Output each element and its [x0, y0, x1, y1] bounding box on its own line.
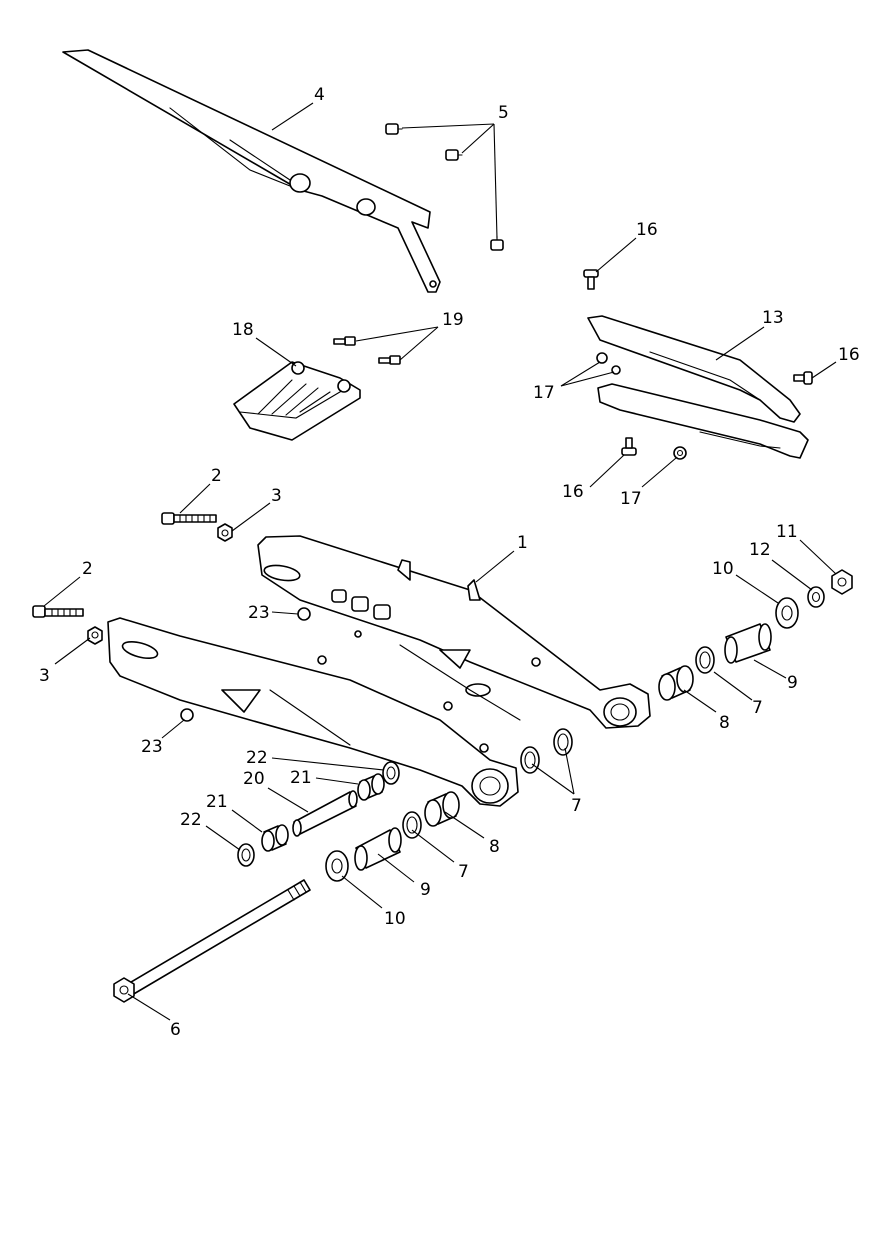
callout-10-right: 10 — [712, 559, 734, 579]
callout-22-lower: 22 — [180, 810, 202, 830]
callout-8-left: 8 — [489, 837, 500, 857]
callout-22-upper: 22 — [246, 748, 268, 768]
callout-9-right: 9 — [787, 673, 798, 693]
callout-16-right: 16 — [838, 345, 860, 365]
seal-part-7-left — [402, 811, 422, 839]
callout-2-upper: 2 — [211, 466, 222, 486]
callout-16-bottom: 16 — [562, 482, 584, 502]
callout-21-lower: 21 — [206, 792, 228, 812]
washer-part-22-lower — [237, 843, 255, 867]
spindle-part-6 — [113, 879, 311, 1003]
leader-lines — [43, 102, 837, 1021]
callout-7-left: 7 — [458, 862, 469, 882]
screws-part-5 — [385, 123, 504, 251]
spacer-part-20 — [292, 790, 358, 837]
callout-17-bottom: 17 — [620, 489, 642, 509]
callout-7-upper: 7 — [752, 698, 763, 718]
nut-part-11 — [831, 569, 853, 595]
swingarm-part-1 — [107, 535, 651, 807]
callout-10-left: 10 — [384, 909, 406, 929]
callout-20: 20 — [243, 769, 265, 789]
chain-slipper-part-18 — [233, 361, 361, 441]
callout-21-upper: 21 — [290, 768, 312, 788]
callout-4: 4 — [314, 85, 325, 105]
callout-11: 11 — [776, 522, 798, 542]
washer-part-10-right — [775, 597, 799, 629]
screw-5a — [385, 123, 403, 135]
callout-5: 5 — [498, 103, 509, 123]
callout-2-lower: 2 — [82, 559, 93, 579]
chain-slipper-part-13 — [587, 315, 809, 459]
callout-labels: 1 2 2 3 3 4 5 6 7 7 7 8 8 9 9 10 10 11 1… — [39, 85, 860, 1040]
washer-part-12 — [807, 586, 825, 608]
callout-23-upper: 23 — [248, 603, 270, 623]
callout-19: 19 — [442, 310, 464, 330]
nut-part-3-upper — [217, 523, 233, 542]
callout-3-lower: 3 — [39, 666, 50, 686]
bolt-part-2-lower — [32, 605, 84, 618]
bolts-part-19 — [333, 336, 401, 365]
callout-18: 18 — [232, 320, 254, 340]
plug-part-23-lower — [180, 708, 194, 722]
callout-9-left: 9 — [420, 880, 431, 900]
nut-part-3-lower — [87, 626, 103, 645]
callout-13: 13 — [762, 308, 784, 328]
bearing-part-8-left — [424, 791, 460, 827]
callout-17-left: 17 — [533, 383, 555, 403]
bushing-part-21-lower — [261, 824, 289, 852]
bushing-part-21-upper — [357, 773, 385, 801]
callout-7-lower: 7 — [571, 796, 582, 816]
washer-part-22-upper — [382, 761, 400, 785]
callout-23-lower: 23 — [141, 737, 163, 757]
callout-16-top: 16 — [636, 220, 658, 240]
bearing-part-8-right — [658, 665, 694, 701]
callout-8-right: 8 — [719, 713, 730, 733]
plug-part-23-upper — [297, 607, 311, 621]
screw-5b — [445, 149, 463, 161]
washer-part-10-left — [325, 850, 349, 882]
callout-1: 1 — [517, 533, 528, 553]
seal-part-7-right — [695, 646, 715, 674]
washer-part-17c — [673, 446, 687, 460]
seal-part-7-upper — [553, 728, 573, 756]
callout-12: 12 — [749, 540, 771, 560]
sleeve-part-9-right — [724, 623, 772, 664]
callout-3-upper: 3 — [271, 486, 282, 506]
seal-part-7-middle — [520, 746, 540, 774]
screw-5c — [490, 235, 504, 251]
bolt-part-2-upper — [161, 512, 217, 525]
sleeve-part-9-left — [354, 827, 402, 871]
callout-6: 6 — [170, 1020, 181, 1040]
chain-guard-part-4 — [62, 49, 441, 293]
